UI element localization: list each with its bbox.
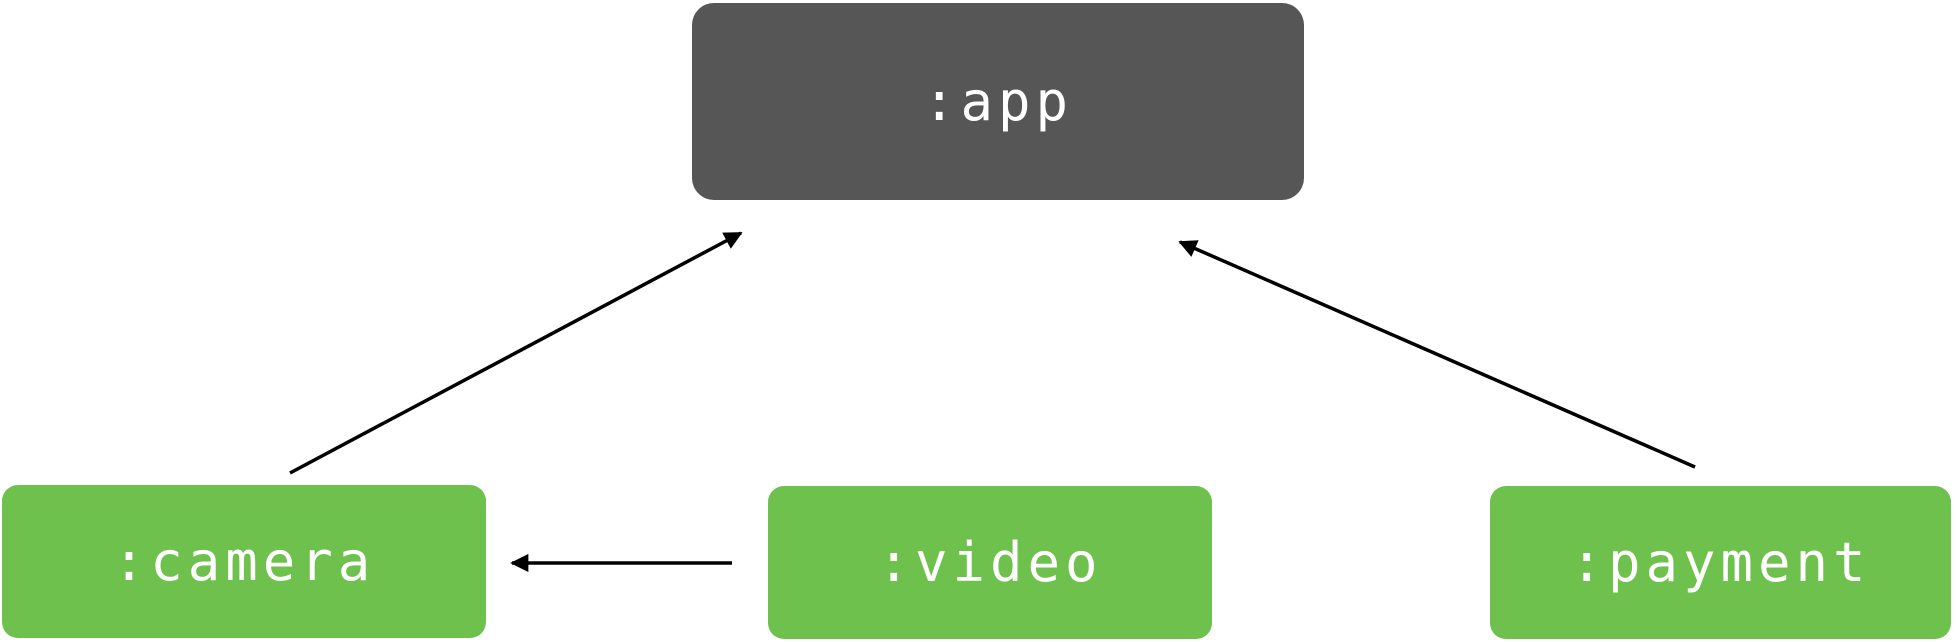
node-camera: :camera xyxy=(2,485,486,638)
edge-payment-to-app-arrow xyxy=(1178,240,1696,469)
node-video: :video xyxy=(768,486,1212,639)
node-payment: :payment xyxy=(1490,486,1951,639)
edge-camera-to-app-arrow xyxy=(289,231,743,475)
node-video-label: :video xyxy=(877,531,1103,594)
node-camera-label: :camera xyxy=(112,530,376,593)
node-app-label: :app xyxy=(922,70,1074,133)
node-app: :app xyxy=(692,3,1304,200)
node-payment-label: :payment xyxy=(1570,531,1871,594)
